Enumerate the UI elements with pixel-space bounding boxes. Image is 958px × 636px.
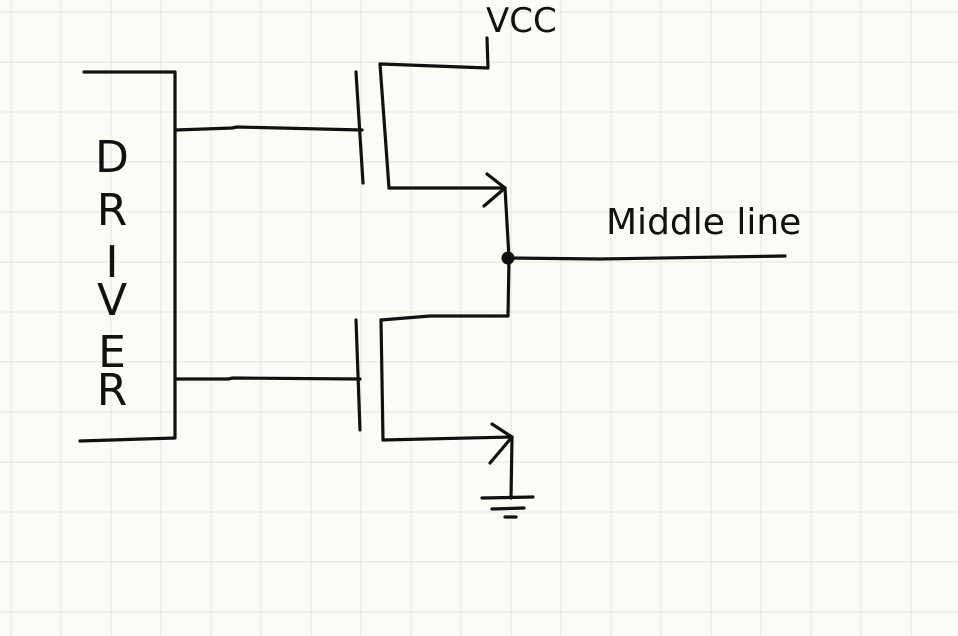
upper-gate-wire (174, 125, 364, 132)
lower-transistor (354, 314, 514, 465)
middle-line-wire (506, 254, 787, 261)
driver-letter: R (97, 185, 128, 236)
driver-letter: I (106, 237, 119, 288)
lower-source-lead (381, 435, 514, 442)
ground-icon (480, 435, 535, 519)
driver-block-outline (78, 70, 177, 443)
ground-bar-top (480, 495, 535, 500)
lower-drain-lead (379, 314, 493, 322)
lower-gate-plate (354, 318, 362, 432)
driver-letter: D (95, 132, 129, 183)
upper-gate-plate (354, 70, 365, 185)
lower-arrow-icon (488, 422, 514, 465)
lower-channel (379, 318, 385, 442)
ground-bar-middle (490, 506, 526, 511)
middle-line-label: Middle line (606, 202, 801, 243)
driver-letter: E (98, 327, 126, 378)
upper-arrow-icon (482, 172, 507, 208)
middle-node-wire (489, 186, 511, 318)
lower-gate-wire (174, 376, 362, 381)
vcc-label: VCC (486, 1, 557, 41)
driver-letter: V (97, 275, 127, 326)
upper-transistor (354, 36, 507, 208)
upper-source-lead (378, 36, 490, 70)
upper-channel (378, 62, 391, 190)
driver-label: D R I V E R (95, 132, 129, 416)
ground-wire (509, 435, 514, 500)
driver-letter: R (97, 365, 128, 416)
